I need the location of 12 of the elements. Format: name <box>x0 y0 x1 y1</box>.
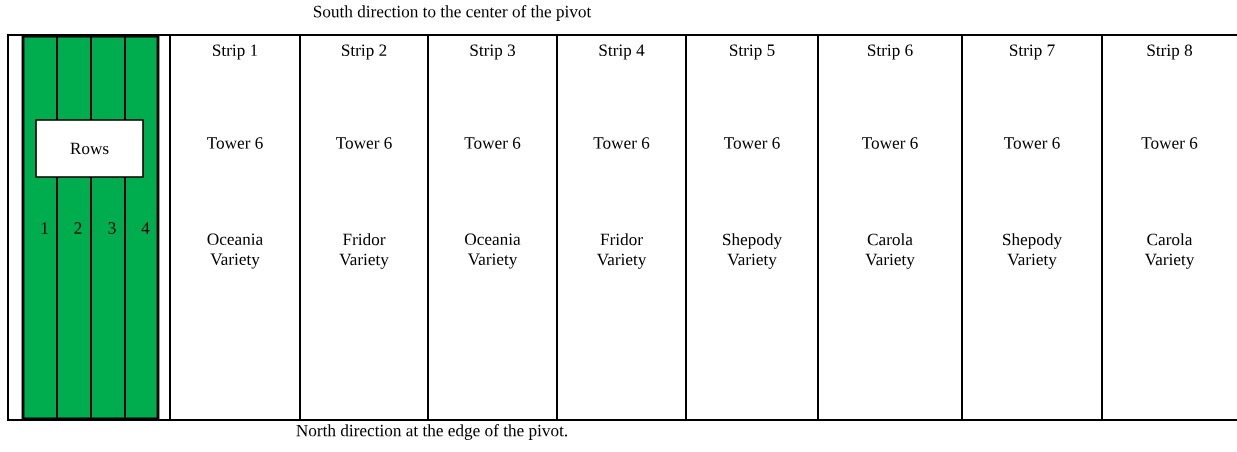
direction-note: South direction to the center of the pivot <box>313 5 592 21</box>
rows-box: Rows <box>35 119 144 178</box>
direction-note: North direction at the edge of the pivot. <box>296 424 568 440</box>
strip-column: Strip 6 Tower 6 Carola Variety <box>817 34 918 421</box>
crop-row: 1 <box>41 222 48 234</box>
strip-column: Strip 3 Tower 6 Oceania Variety <box>427 34 521 421</box>
strip-column: Strip 4 Tower 6 Fridor Variety <box>556 34 650 421</box>
strip-column: Strip 5 Tower 6 Shepody Variety <box>685 34 783 421</box>
strip-column: Strip 7 Tower 6 Shepody Variety <box>961 34 1063 421</box>
strip-column: Strip 8 Tower 6 Carola Variety <box>1101 34 1198 421</box>
strip-column: Strip 2 Tower 6 Fridor Variety <box>299 34 392 421</box>
strip-column: Strip 1 Tower 6 Oceania Variety <box>169 34 263 421</box>
